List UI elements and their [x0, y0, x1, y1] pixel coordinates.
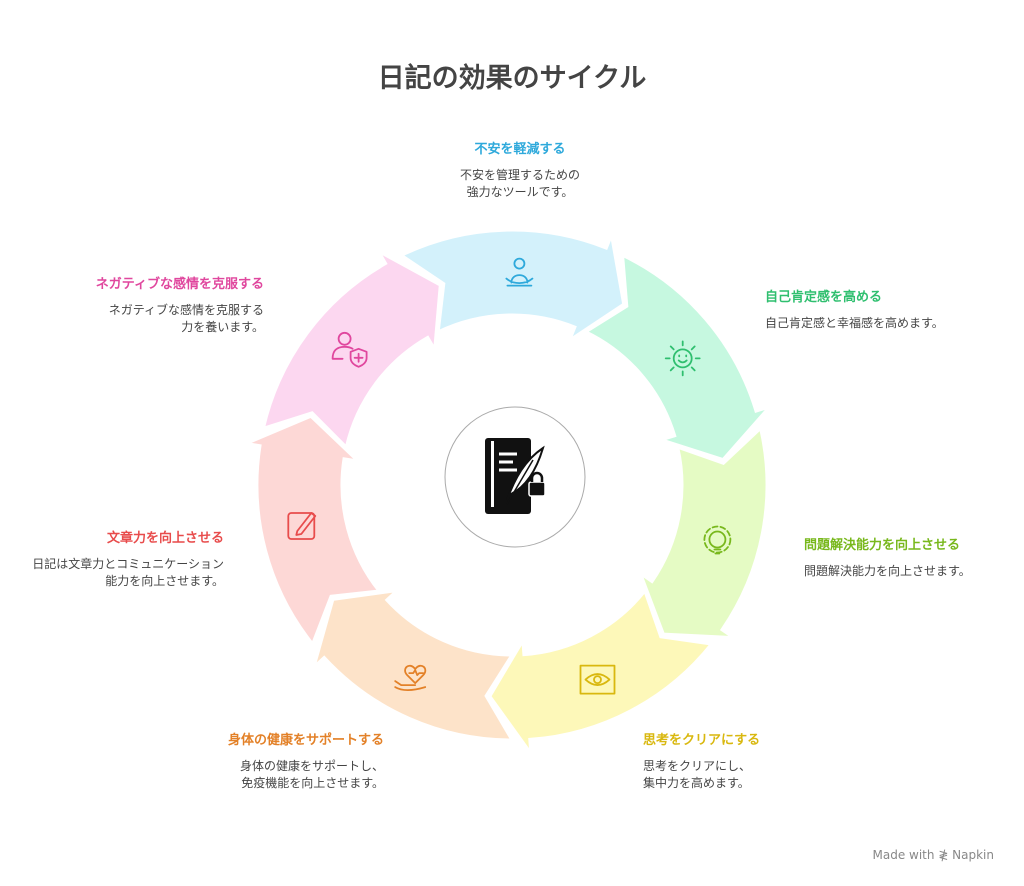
step-label-health: 身体の健康をサポートする 身体の健康をサポートし、 免疫機能を向上させます。: [180, 732, 384, 792]
step-title: 自己肯定感を高める: [765, 290, 883, 305]
step-desc: 自己肯定感と幸福感を高めます。: [765, 316, 944, 330]
step-label-problem-solving: 問題解決能力を向上させる 問題解決能力を向上させます。: [804, 537, 1014, 580]
step-label-writing: 文章力を向上させる 日記は文章力とコミュニケーション 能力を向上させます。: [20, 530, 224, 590]
napkin-watermark: Made with ≹ Napkin: [872, 848, 995, 862]
step-desc: 強力なツールです。: [466, 185, 574, 199]
step-title: 不安を軽減する: [474, 142, 566, 157]
pen-edit-icon: [287, 512, 317, 540]
step-desc: 日記は文章力とコミュニケーション: [32, 557, 224, 571]
diagram-title: 日記の効果のサイクル: [377, 63, 647, 94]
smiling-sun-icon: [664, 340, 701, 377]
meditation-icon: [505, 257, 534, 287]
step-title: 身体の健康をサポートする: [227, 733, 384, 748]
heart-hand-icon: [394, 664, 427, 691]
step-title: 問題解決能力を向上させる: [804, 538, 961, 553]
cycle-arrow-segment: [311, 588, 515, 742]
step-title: 文章力を向上させる: [106, 531, 224, 546]
step-label-clear-thinking: 思考をクリアにする 思考をクリアにし、 集中力を高めます。: [643, 732, 853, 792]
eye-focus-icon: [579, 664, 616, 695]
cycle-arrow-segment: [637, 425, 769, 640]
user-shield-icon: [331, 331, 368, 368]
step-desc: 不安を管理するための: [459, 168, 580, 182]
gear-lightbulb-icon: [703, 525, 732, 555]
step-label-self-esteem: 自己肯定感を高める 自己肯定感と幸福感を高めます。: [765, 289, 1005, 332]
step-title: 思考をクリアにする: [643, 733, 761, 748]
step-label-anxiety: 不安を軽減する 不安を管理するための 強力なツールです。: [420, 141, 620, 201]
cycle-arrow-segment: [488, 587, 715, 759]
step-desc: 免疫機能を向上させます。: [241, 776, 384, 790]
diary-book-lock-icon: [485, 438, 546, 514]
step-desc: 能力を向上させます。: [105, 574, 224, 588]
step-desc: 集中力を高めます。: [643, 776, 750, 790]
step-title: ネガティブな感情を克服する: [95, 277, 264, 292]
step-desc: 思考をクリアにし、: [643, 759, 752, 773]
step-desc: 身体の健康をサポートし、: [239, 759, 384, 773]
cycle-arrow-segment: [582, 252, 775, 462]
step-desc: 力を養います。: [181, 320, 264, 334]
step-label-negative-emotions: ネガティブな感情を克服する ネガティブな感情を克服する 力を養います。: [40, 276, 264, 336]
cycle-arrow-segment: [240, 414, 382, 647]
step-desc: ネガティブな感情を克服する: [108, 303, 264, 317]
step-desc: 問題解決能力を向上させます。: [804, 564, 971, 578]
